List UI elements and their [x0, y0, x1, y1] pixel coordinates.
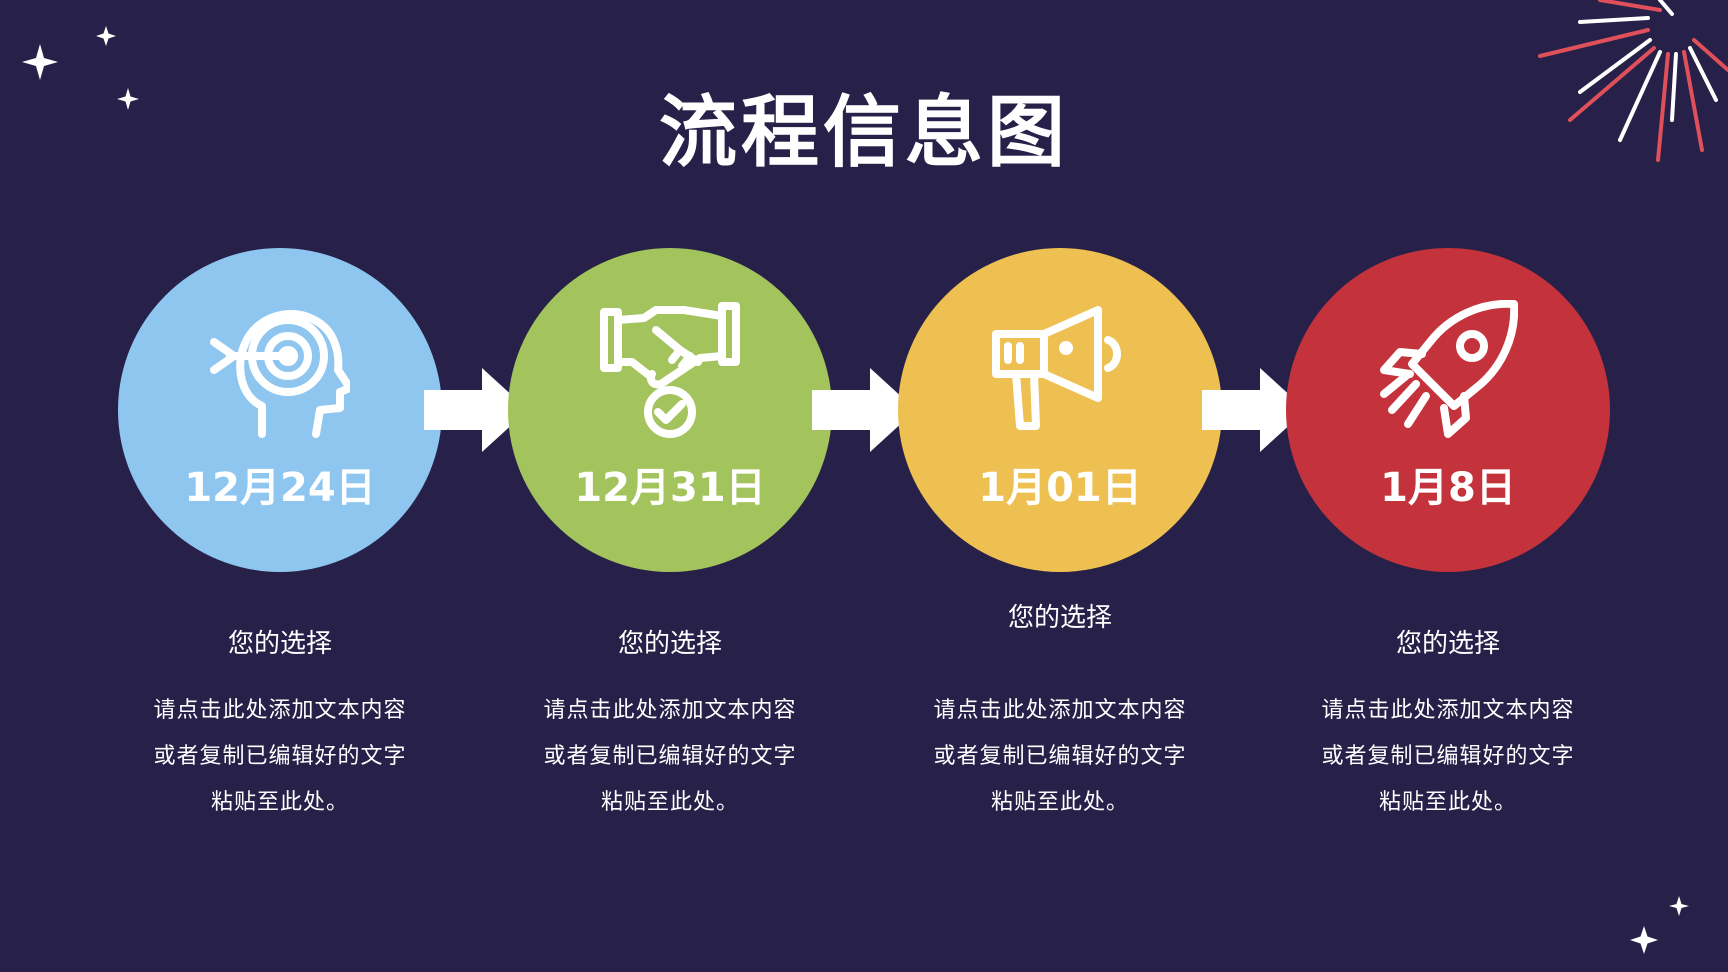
sparkle-icon — [96, 26, 116, 46]
sparkle-icon — [1669, 896, 1689, 916]
body-line: 粘贴至此处。 — [210, 790, 349, 815]
body-line: 或者复制已编辑好的文字 — [933, 744, 1187, 769]
step-circle-2: 12月31日 — [508, 248, 832, 572]
step-text-2: 您的选择 请点击此处添加文本内容 或者复制已编辑好的文字 粘贴至此处。 — [510, 626, 830, 826]
handshake-check-icon — [600, 302, 740, 438]
step-text-3: 您的选择 请点击此处添加文本内容 或者复制已编辑好的文字 粘贴至此处。 — [900, 600, 1220, 826]
step-date-4: 1月8日 — [1380, 465, 1516, 511]
sparkle-icon — [22, 44, 58, 80]
step-date-3: 1月01日 — [978, 465, 1142, 511]
body-line: 或者复制已编辑好的文字 — [543, 744, 797, 769]
body-line: 粘贴至此处。 — [1378, 790, 1517, 815]
body-line: 请点击此处添加文本内容 — [153, 698, 407, 723]
arrow-right-icon — [424, 368, 528, 452]
step-circle-3: 1月01日 — [898, 248, 1222, 572]
step-body: 请点击此处添加文本内容 或者复制已编辑好的文字 粘贴至此处。 — [510, 688, 830, 826]
step-heading: 您的选择 — [1395, 629, 1500, 659]
body-line: 或者复制已编辑好的文字 — [1321, 744, 1575, 769]
arrow-right-icon — [1202, 368, 1306, 452]
rocket-icon — [1380, 300, 1518, 438]
step-heading: 您的选择 — [1007, 603, 1112, 633]
step-body: 请点击此处添加文本内容 或者复制已编辑好的文字 粘贴至此处。 — [1288, 688, 1608, 826]
body-line: 粘贴至此处。 — [600, 790, 739, 815]
step-text-4: 您的选择 请点击此处添加文本内容 或者复制已编辑好的文字 粘贴至此处。 — [1288, 626, 1608, 826]
step-body: 请点击此处添加文本内容 或者复制已编辑好的文字 粘贴至此处。 — [120, 688, 440, 826]
target-head-icon — [210, 310, 350, 438]
body-line: 或者复制已编辑好的文字 — [153, 744, 407, 769]
firework-icon — [1538, 0, 1728, 162]
step-text-1: 您的选择 请点击此处添加文本内容 或者复制已编辑好的文字 粘贴至此处。 — [120, 626, 440, 826]
step-body: 请点击此处添加文本内容 或者复制已编辑好的文字 粘贴至此处。 — [900, 688, 1220, 826]
step-date-1: 12月24日 — [184, 465, 376, 511]
step-heading: 您的选择 — [617, 629, 722, 659]
step-circle-1: 12月24日 — [118, 248, 442, 572]
sparkle-icon — [117, 88, 139, 110]
sparkle-icon — [1630, 926, 1658, 954]
body-line: 请点击此处添加文本内容 — [1321, 698, 1575, 723]
body-line: 粘贴至此处。 — [990, 790, 1129, 815]
arrow-right-icon — [812, 368, 916, 452]
page-title: 流程信息图 — [658, 88, 1069, 178]
body-line: 请点击此处添加文本内容 — [933, 698, 1187, 723]
step-heading: 您的选择 — [227, 629, 332, 659]
step-date-2: 12月31日 — [574, 465, 766, 511]
megaphone-icon — [992, 306, 1121, 430]
body-line: 请点击此处添加文本内容 — [543, 698, 797, 723]
step-circle-4: 1月8日 — [1286, 248, 1610, 572]
